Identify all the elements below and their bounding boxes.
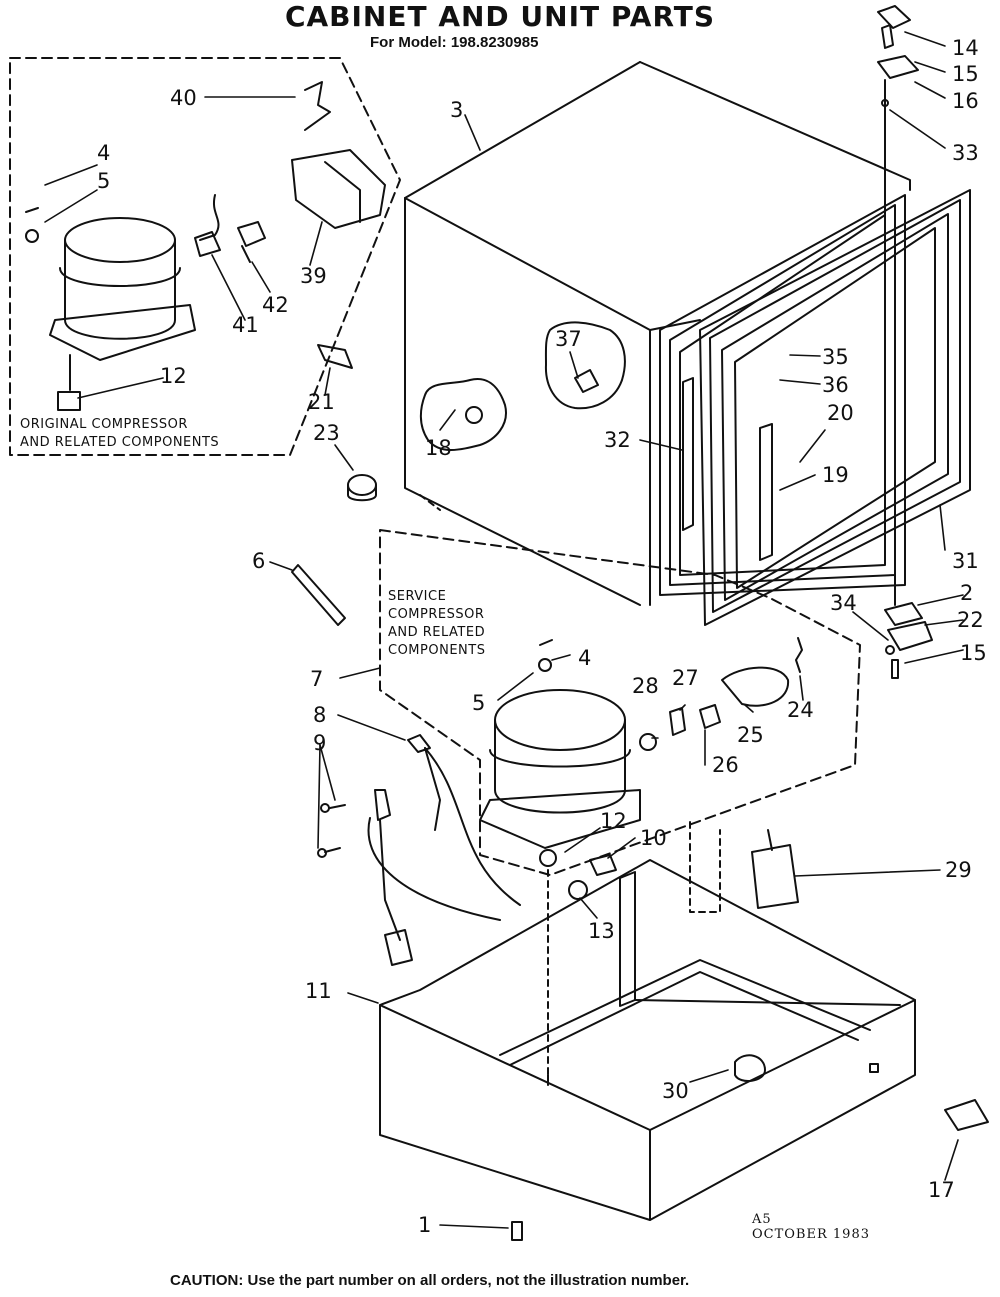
date-stamp: A5 OCTOBER 1983 <box>752 1212 870 1242</box>
callout-12: 12 <box>600 809 627 833</box>
cabinet <box>404 61 911 606</box>
service-box-label-line-4: COMPONENTS <box>388 643 486 658</box>
leg-17 <box>944 1099 989 1131</box>
wire-24 <box>795 637 803 673</box>
base-11 <box>379 859 916 1221</box>
service-box-label: SERVICE COMPRESSOR AND RELATED COMPONENT… <box>388 588 485 660</box>
plug <box>384 929 413 966</box>
relay-cover-25 <box>721 666 790 707</box>
service-box-label-line-3: AND RELATED <box>388 625 486 640</box>
callout-27: 27 <box>672 666 699 690</box>
relay-26 <box>699 704 721 729</box>
callout-5: 5 <box>97 169 110 193</box>
callout-30: 30 <box>662 1079 689 1103</box>
hinge-cap <box>877 5 911 29</box>
callout-24: 24 <box>787 698 814 722</box>
callout-25: 25 <box>737 723 764 747</box>
callout-36: 36 <box>822 373 849 397</box>
callout-4: 4 <box>578 646 591 670</box>
overload-27 <box>669 707 686 736</box>
relay-cover-39 <box>291 149 386 229</box>
callout-4: 4 <box>97 141 110 165</box>
callout-31: 31 <box>952 549 979 573</box>
callout-2: 2 <box>960 581 973 605</box>
original-box-label-line-2: AND RELATED COMPONENTS <box>20 435 220 450</box>
callout-19: 19 <box>822 463 849 487</box>
callout-33: 33 <box>952 141 979 165</box>
screw-1 <box>511 1221 523 1241</box>
clip-40 <box>304 81 331 131</box>
callout-37: 37 <box>555 327 582 351</box>
thermostat-29 <box>751 844 799 909</box>
grommet-21 <box>317 344 353 369</box>
tube-6 <box>291 564 346 626</box>
callout-18: 18 <box>425 436 452 460</box>
callout-8: 8 <box>313 703 326 727</box>
callout-29: 29 <box>945 858 972 882</box>
model-subtitle: For Model: 198.8230985 <box>370 34 539 51</box>
callout-40: 40 <box>170 86 197 110</box>
callout-34: 34 <box>830 591 857 615</box>
callout-3: 3 <box>450 98 463 122</box>
relay-42 <box>237 221 266 247</box>
clip-10 <box>589 854 617 876</box>
drain-30 <box>734 1054 766 1082</box>
callout-39: 39 <box>300 264 327 288</box>
callout-11: 11 <box>305 979 332 1003</box>
service-components-box <box>379 529 861 876</box>
hinge-bottom <box>884 602 923 626</box>
patch-37 <box>544 321 626 410</box>
callout-12: 12 <box>160 364 187 388</box>
callout-15: 15 <box>952 62 979 86</box>
patch-18 <box>419 378 507 451</box>
caution-note: CAUTION: Use the part number on all orde… <box>170 1272 690 1289</box>
original-box-label-line-1: ORIGINAL COMPRESSOR <box>20 417 188 432</box>
callout-1: 1 <box>418 1213 431 1237</box>
original-compressor <box>25 207 196 411</box>
callout-5: 5 <box>472 691 485 715</box>
date-stamp-date: OCTOBER 1983 <box>752 1227 870 1242</box>
callout-22: 22 <box>957 608 984 632</box>
callout-14: 14 <box>952 36 979 60</box>
callout-17: 17 <box>928 1178 955 1202</box>
diagram-title: CABINET AND UNIT PARTS <box>284 0 716 33</box>
callout-10: 10 <box>640 826 667 850</box>
callout-35: 35 <box>822 345 849 369</box>
callout-42: 42 <box>262 293 289 317</box>
service-box-label-line-1: SERVICE <box>388 589 447 604</box>
service-box-label-line-2: COMPRESSOR <box>388 607 485 622</box>
callout-28: 28 <box>632 674 659 698</box>
callout-16: 16 <box>952 89 979 113</box>
callout-41: 41 <box>232 313 259 337</box>
callout-13: 13 <box>588 919 615 943</box>
callout-32: 32 <box>604 428 631 452</box>
original-box-label: ORIGINAL COMPRESSOR AND RELATED COMPONEN… <box>20 416 219 452</box>
callout-21: 21 <box>308 390 335 414</box>
hinge-top <box>877 55 919 79</box>
door-liner <box>699 189 971 626</box>
callout-7: 7 <box>310 667 323 691</box>
harness <box>407 734 431 753</box>
callout-9: 9 <box>313 731 326 755</box>
callout-23: 23 <box>313 421 340 445</box>
callout-26: 26 <box>712 753 739 777</box>
callout-15: 15 <box>960 641 987 665</box>
original-components-box <box>9 57 401 456</box>
callout-20: 20 <box>827 401 854 425</box>
date-stamp-code: A5 <box>752 1212 772 1227</box>
callout-6: 6 <box>252 549 265 573</box>
overload-wire <box>199 194 220 241</box>
